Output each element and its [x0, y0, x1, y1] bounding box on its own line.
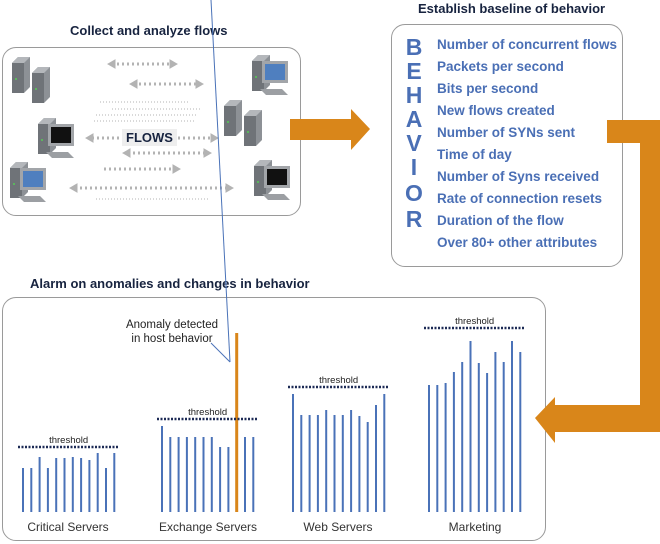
- workstation-icon: [254, 160, 290, 200]
- threshold-label: threshold: [455, 316, 494, 327]
- behavior-letter: R: [405, 206, 423, 232]
- threshold-label: threshold: [319, 375, 358, 386]
- flows-label: FLOWS: [122, 129, 177, 146]
- flow-arrows: [68, 59, 235, 200]
- behavior-item: Number of SYNs sent: [437, 125, 576, 140]
- behavior-item: Duration of the flow: [437, 213, 564, 228]
- behavior-panel: [391, 24, 623, 267]
- category-label: Exchange Servers: [158, 520, 258, 534]
- threshold-label: threshold: [49, 435, 88, 446]
- alarm-panel: [2, 297, 546, 541]
- behavior-item: Number of Syns received: [437, 169, 600, 184]
- behavior-item: Over 80+ other attributes: [437, 235, 598, 250]
- arrow-loop-icon: [535, 120, 660, 443]
- workstation-icon: [252, 55, 288, 95]
- category-label: Critical Servers: [27, 520, 109, 534]
- behavior-letter: A: [405, 106, 423, 132]
- collect-flows-heading: Collect and analyze flows: [70, 23, 228, 38]
- behavior-item: Rate of connection resets: [437, 191, 603, 206]
- alarm-heading: Alarm on anomalies and changes in behavi…: [30, 276, 310, 291]
- behavior-letter: E: [406, 58, 422, 84]
- annotation-leader: [210, 342, 231, 363]
- anomaly-annotation-line1: Anomaly detected: [125, 319, 219, 331]
- behavior-item: Time of day: [437, 147, 512, 162]
- behavior-item: Packets per second: [437, 59, 564, 74]
- behavior-letter: O: [405, 180, 423, 206]
- behavior-item: New flows created: [437, 103, 555, 118]
- threshold-label: threshold: [188, 407, 227, 418]
- baseline-heading: Establish baseline of behavior: [418, 1, 606, 16]
- annotation-leader-line: [210, 0, 231, 363]
- server-icon: [224, 100, 262, 146]
- behavior-letter: B: [405, 34, 423, 60]
- category-label: Marketing: [448, 520, 502, 534]
- behavior-letter: I: [410, 154, 418, 180]
- behavior-item: Bits per second: [437, 81, 539, 96]
- anomaly-annotation-line2: in host behavior: [131, 333, 213, 345]
- category-label: Web Servers: [303, 520, 373, 534]
- behavior-letter: H: [405, 82, 423, 108]
- arrow-right-icon: [290, 109, 370, 150]
- anomaly-annotation: Anomaly detected in host behavior: [120, 318, 224, 346]
- workstation-icon: [38, 118, 74, 158]
- behavior-item: Number of concurrent flows: [437, 37, 618, 52]
- charts: threshold threshold threshold threshold: [18, 316, 526, 512]
- workstation-icon: [10, 162, 46, 202]
- behavior-letter: V: [406, 130, 422, 156]
- server-icon: [12, 57, 50, 103]
